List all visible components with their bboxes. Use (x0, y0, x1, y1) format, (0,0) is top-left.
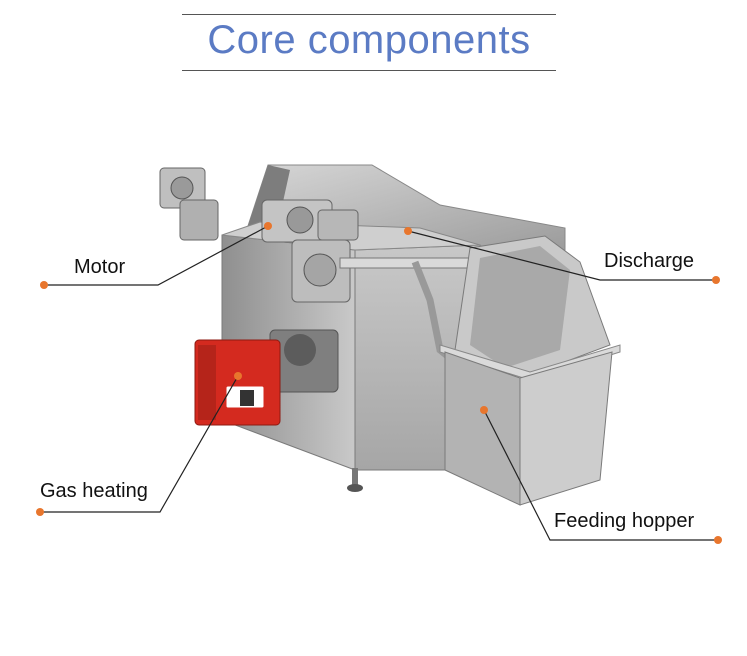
motor-dot-outer (40, 281, 48, 289)
feeding-hopper-dot-outer (714, 536, 722, 544)
label-discharge: Discharge (604, 250, 695, 272)
conveyor-rail (339, 257, 481, 269)
discharge-dot-inner (404, 227, 412, 235)
title-rule-bottom (182, 70, 556, 71)
label-feeding-hopper: Feeding hopper (554, 510, 695, 532)
feeding-hopper-leader (483, 409, 718, 541)
hopper-box-left (444, 351, 521, 506)
leg (352, 468, 358, 486)
label-motor: Motor (74, 256, 126, 278)
gas-heating-dot-inner (234, 372, 242, 380)
hopper-box-right (519, 351, 613, 506)
motor-leader (44, 225, 269, 286)
gas-heating-leader (40, 375, 239, 513)
discharge-dot-outer (712, 276, 720, 284)
hopper-inner (470, 246, 570, 368)
foot (347, 484, 363, 492)
motor-dot-inner (264, 222, 272, 230)
discharge-leader (407, 230, 716, 281)
gearbox-2 (179, 199, 219, 241)
title-rule-top (182, 14, 556, 15)
gas-heating-dot-outer (36, 508, 44, 516)
page-title: Core components (207, 18, 531, 62)
feeding-hopper-dot-inner (480, 406, 488, 414)
title-block: Core components (182, 14, 556, 72)
label-gas-heating: Gas heating (40, 480, 148, 502)
